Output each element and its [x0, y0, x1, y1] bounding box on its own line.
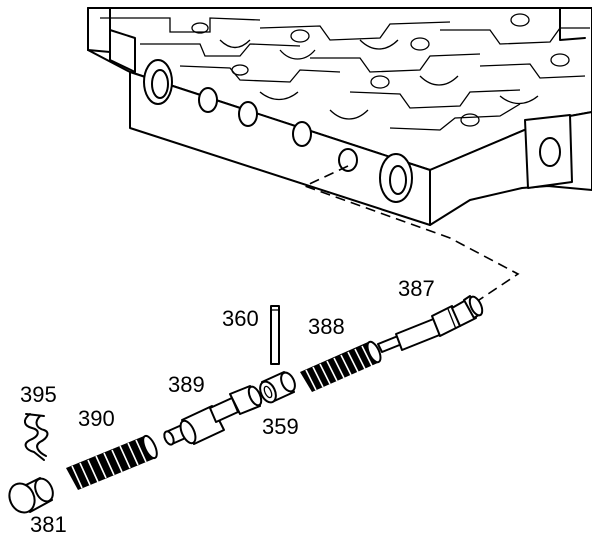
part-388-spring: [300, 340, 382, 392]
part-395-clip: [24, 413, 49, 461]
part-359-sleeve: [259, 371, 296, 404]
part-390-spring: [66, 434, 158, 490]
part-381-plug: [8, 477, 54, 514]
label-389: 389: [168, 372, 205, 397]
valve-body-bores: [143, 59, 413, 203]
label-395: 395: [20, 382, 57, 407]
label-381: 381: [30, 512, 67, 537]
valve-body-texture: [87, 7, 590, 131]
label-387: 387: [398, 276, 435, 301]
part-387-valve: [377, 295, 484, 353]
label-359: 359: [262, 414, 299, 439]
alignment-dashed-line: [302, 165, 520, 307]
valve-body: [87, 7, 592, 226]
label-360: 360: [222, 306, 259, 331]
label-390: 390: [78, 406, 115, 431]
part-389-valve: [163, 385, 263, 446]
part-360-pin: [270, 305, 280, 365]
label-388: 388: [308, 314, 345, 339]
